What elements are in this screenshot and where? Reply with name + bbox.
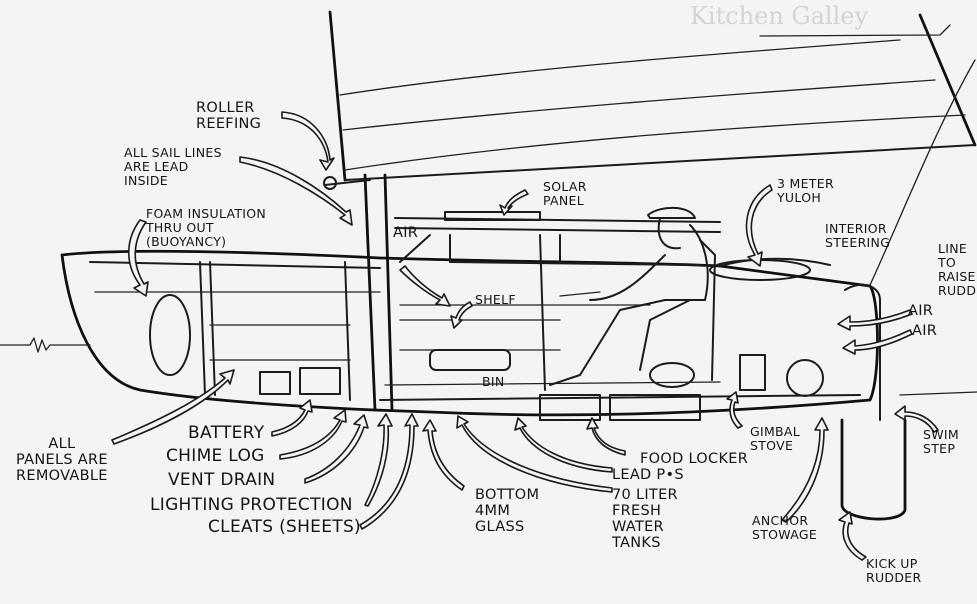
arrow-air-top: [399, 265, 451, 307]
arrow-foam: [128, 219, 149, 297]
arrow-battery: [271, 399, 313, 437]
label-air-top: AIR: [393, 225, 419, 241]
label-shelf: SHELF: [475, 292, 516, 307]
label-air-right-1: AIR: [908, 303, 934, 319]
label-bottom-glass: BOTTOM 4MM GLASS: [475, 487, 540, 535]
label-air-right-2: AIR: [912, 323, 938, 339]
mast: [323, 173, 394, 412]
arrow-food: [586, 417, 626, 456]
background-bleed-text: Kitchen Galley: [690, 2, 869, 30]
label-lead-pigs: LEAD P•S: [612, 467, 684, 483]
arrow-kick-up: [838, 511, 867, 561]
label-foam-insulation: FOAM INSULATION THRU OUT (BUOYANCY): [146, 206, 267, 249]
arrow-shelf: [450, 301, 473, 329]
sail: [328, 10, 977, 182]
arrow-roller-reefing: [281, 111, 335, 171]
arrow-yuloh: [745, 184, 773, 267]
arrow-anchor: [781, 417, 829, 523]
label-battery: BATTERY: [188, 423, 265, 443]
label-gimbal-stove: GIMBAL STOVE: [750, 424, 801, 453]
label-food-locker: FOOD LOCKER: [640, 451, 749, 467]
rudder: [709, 59, 976, 521]
leader-arrows: [111, 111, 939, 561]
arrow-bottom: [422, 419, 465, 491]
label-panels-removable: ALL PANELS ARE REMOVABLE: [16, 436, 108, 484]
label-interior-steering: INTERIOR STEERING: [825, 221, 891, 250]
arrow-vent-drain: [304, 414, 369, 484]
interior-details: [149, 294, 824, 421]
arrow-sail-lines: [239, 156, 353, 226]
seated-person: [549, 206, 716, 388]
label-water-tanks: 70 LITER FRESH WATER TANKS: [612, 487, 678, 551]
arrow-solar: [499, 189, 529, 216]
arrow-lighting: [364, 413, 393, 507]
arrow-cleats: [359, 413, 419, 530]
label-chime-log: CHIME LOG: [166, 446, 265, 466]
arrow-water-tanks: [456, 415, 613, 493]
label-vent-drain: VENT DRAIN: [168, 470, 276, 490]
label-anchor-stowage: ANCHOR STOWAGE: [752, 513, 818, 542]
label-bin: BIN: [482, 374, 505, 389]
label-lighting-protection: LIGHTING PROTECTION: [150, 495, 353, 515]
cabin-top: [394, 211, 721, 266]
label-sail-lines: ALL SAIL LINES ARE LEAD INSIDE: [124, 145, 222, 188]
arrow-chime-log: [279, 409, 347, 460]
arrow-air-right: [837, 309, 913, 331]
arrow-panels: [111, 369, 235, 445]
arrow-gimbal: [726, 391, 743, 429]
label-swim-step: SWIM STEP: [923, 427, 959, 456]
label-cleats: CLEATS (SHEETS): [208, 517, 361, 537]
label-line-raise-rudder: LINE TO RAISE RUDDER: [938, 241, 977, 298]
arrow-swim-step: [894, 405, 939, 433]
arrow-lead: [514, 417, 613, 473]
label-solar-panel: SOLAR PANEL: [543, 179, 587, 208]
label-roller-reefing: ROLLER REEFING: [196, 100, 262, 132]
arrow-air-right-2: [842, 329, 913, 355]
label-kick-up-rudder: KICK UP RUDDER: [866, 556, 922, 585]
label-yuloh: 3 METER YULOH: [777, 176, 834, 205]
